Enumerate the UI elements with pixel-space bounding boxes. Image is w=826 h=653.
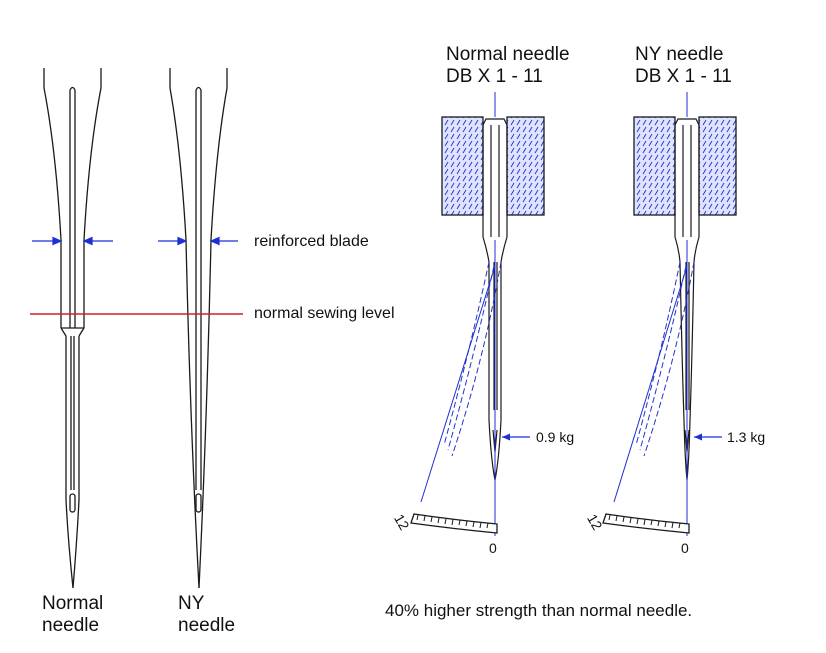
normal-needle-drawing	[43, 68, 102, 589]
normal-needle-label-line2: needle	[42, 615, 100, 636]
ny-needle-drawing	[169, 68, 228, 589]
ny-needle-title-line1: NY needle	[635, 44, 724, 65]
reinforced-blade-label: reinforced blade	[254, 233, 369, 250]
normal-scale-zero-label: 0	[489, 540, 497, 556]
sewing-level-label: normal sewing level	[254, 305, 395, 322]
ny-needle-label-line2: needle	[178, 615, 236, 636]
normal-needle-label-line1: Normal	[42, 593, 104, 614]
ny-scale-zero-label: 0	[681, 540, 689, 556]
ny-needle-label-line1: NY	[178, 593, 205, 614]
ny-needle-force-label: 1.3 kg	[727, 429, 766, 445]
normal-needle-force-label: 0.9 kg	[536, 429, 575, 445]
strength-caption: 40% higher strength than normal needle.	[385, 601, 693, 620]
ny-needle-test-rig	[602, 92, 737, 536]
normal-needle-test-rig	[410, 92, 545, 536]
normal-needle-title-line2: DB X 1 - 11	[446, 66, 543, 87]
ny-needle-title-line2: DB X 1 - 11	[635, 66, 732, 87]
normal-needle-title-line1: Normal needle	[446, 44, 570, 65]
reinforced-blade-arrows	[32, 236, 238, 246]
